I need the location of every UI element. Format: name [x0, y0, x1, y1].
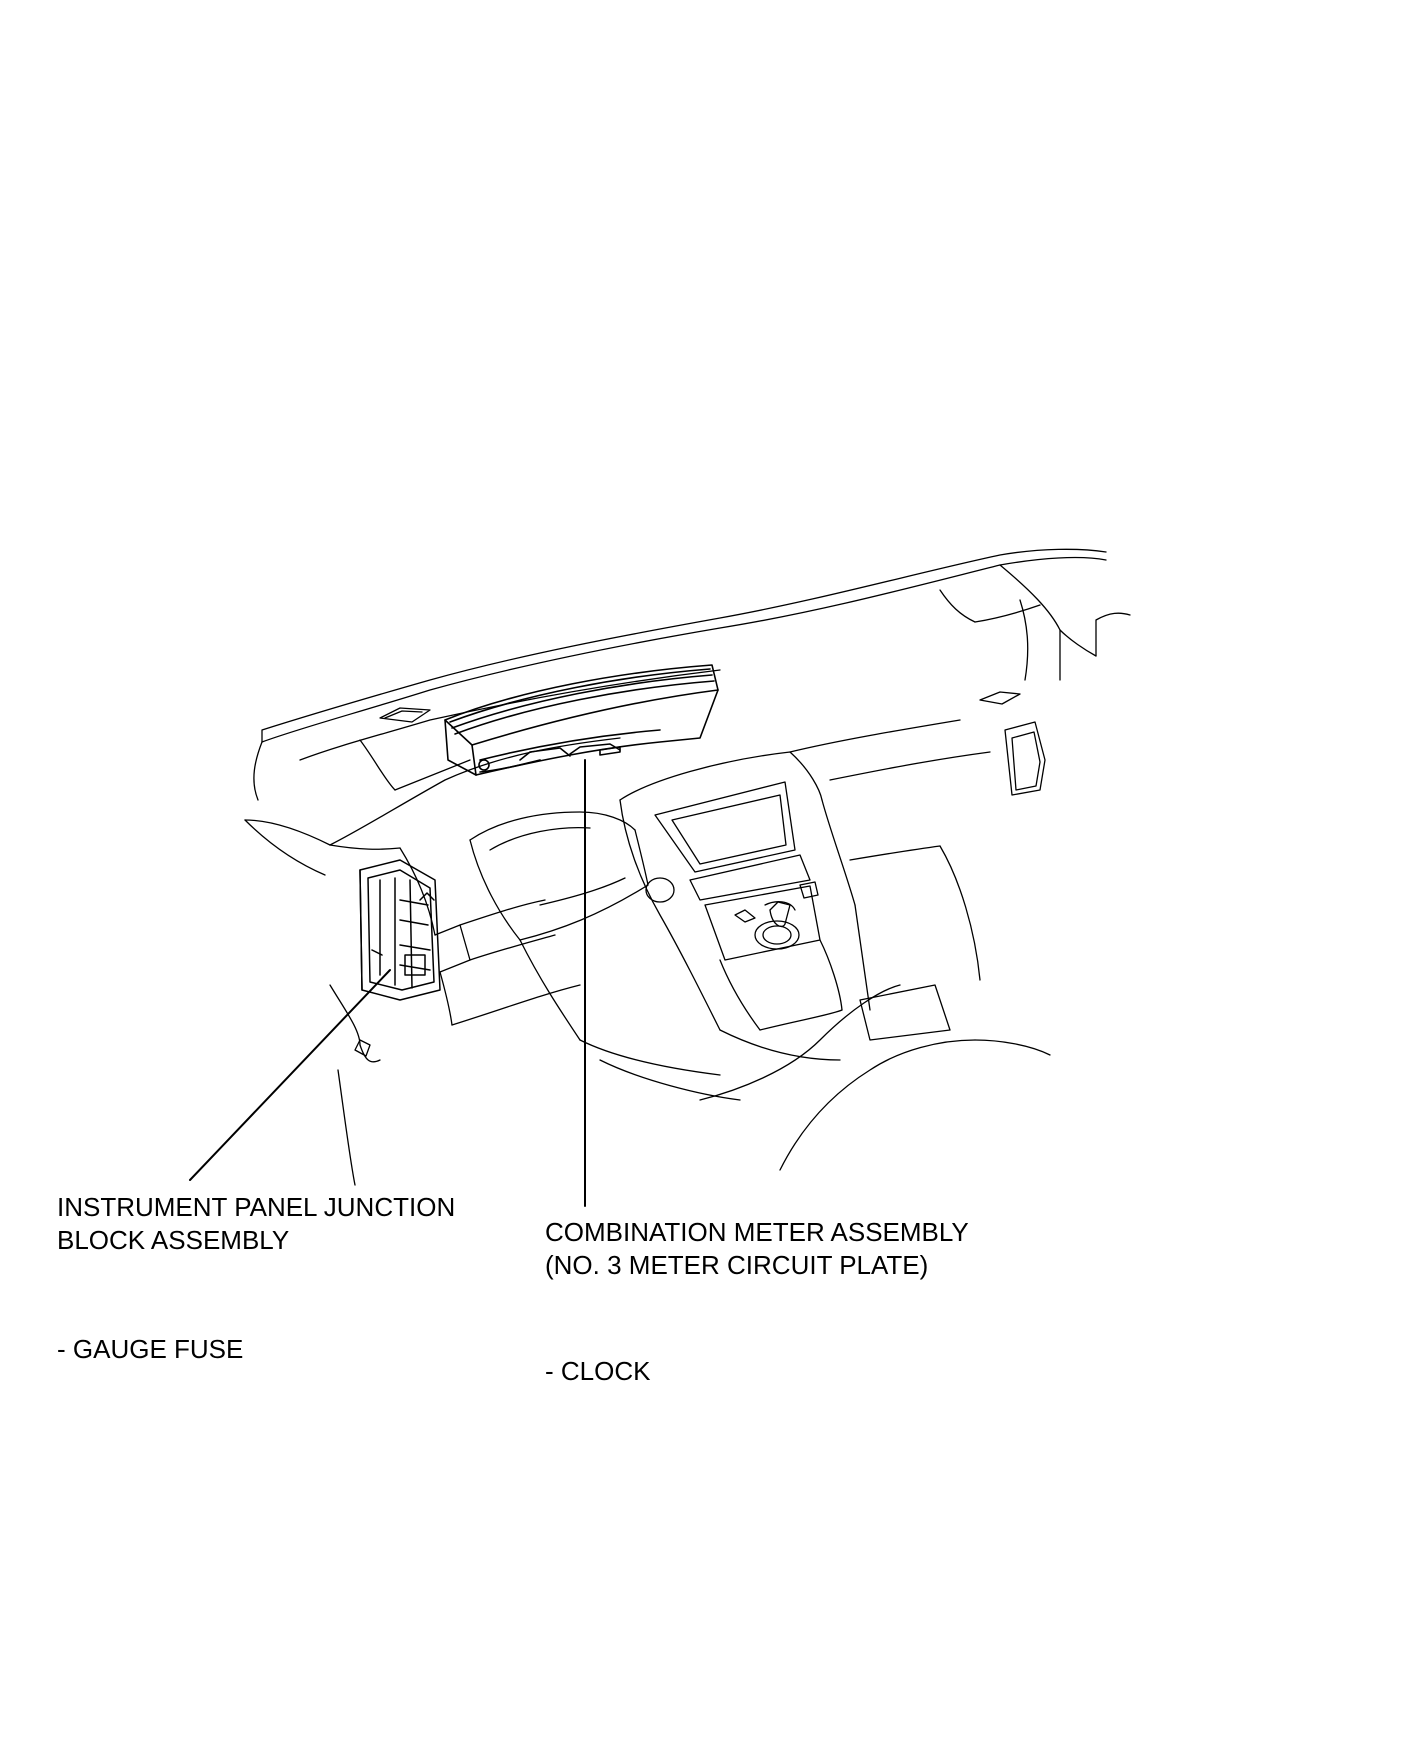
gauge-fuse-label: - GAUGE FUSE — [57, 1333, 243, 1366]
leader-line-junction-block — [189, 969, 391, 1181]
junction-block — [359, 859, 441, 1001]
gauge-fuse-text: - GAUGE FUSE — [57, 1334, 244, 1364]
vent-right — [979, 691, 1021, 705]
combination-meter-label-line2: (NO. 3 METER CIRCUIT PLATE) — [545, 1250, 929, 1280]
junction-block-label: INSTRUMENT PANEL JUNCTION BLOCK ASSEMBLY — [57, 1191, 455, 1257]
combination-meter — [444, 664, 719, 776]
junction-block-label-line1: INSTRUMENT PANEL JUNCTION — [57, 1192, 456, 1222]
leader-lines — [189, 759, 586, 1207]
combination-meter-label-line1: COMBINATION METER ASSEMBLY — [545, 1217, 969, 1247]
steering-area — [469, 811, 1051, 1171]
vent-far-right — [1004, 721, 1046, 796]
junction-block-label-line2: BLOCK ASSEMBLY — [57, 1225, 290, 1255]
center-console — [619, 719, 991, 1061]
clock-label: - CLOCK — [545, 1355, 650, 1388]
lower-dash — [329, 844, 581, 1186]
combination-meter-label: COMBINATION METER ASSEMBLY (NO. 3 METER … — [545, 1216, 969, 1282]
vent-left — [379, 707, 431, 723]
dashboard-outline — [244, 548, 1131, 876]
clock-text: - CLOCK — [545, 1356, 651, 1386]
